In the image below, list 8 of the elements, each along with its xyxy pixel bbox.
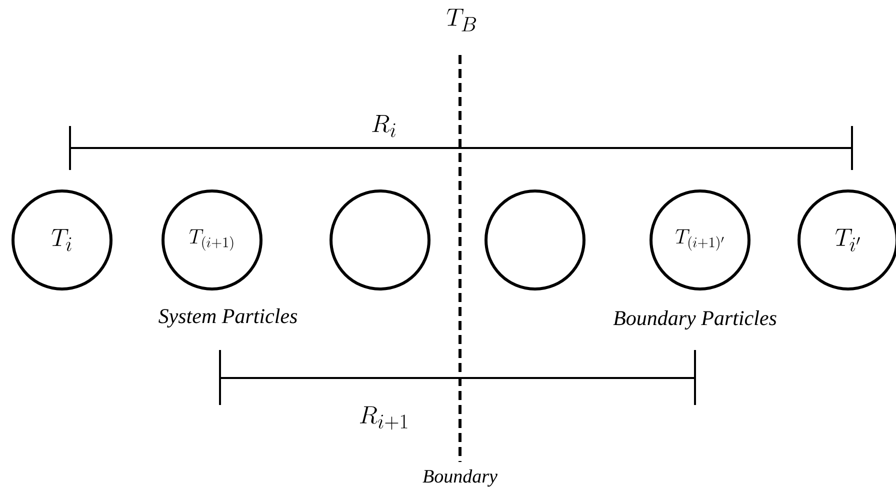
particle-circle: [484, 190, 586, 290]
particle-circle: [330, 190, 430, 290]
text-label: System Particles: [157, 307, 299, 329]
formula-label: $T_{B}$: [445, 8, 479, 32]
formula-label: $R_{i+1}$: [358, 405, 410, 431]
text-label: Boundary: [422, 468, 498, 488]
formula-label: $R_{i}$: [370, 114, 398, 138]
text-label: Boundary Particles: [612, 309, 778, 331]
